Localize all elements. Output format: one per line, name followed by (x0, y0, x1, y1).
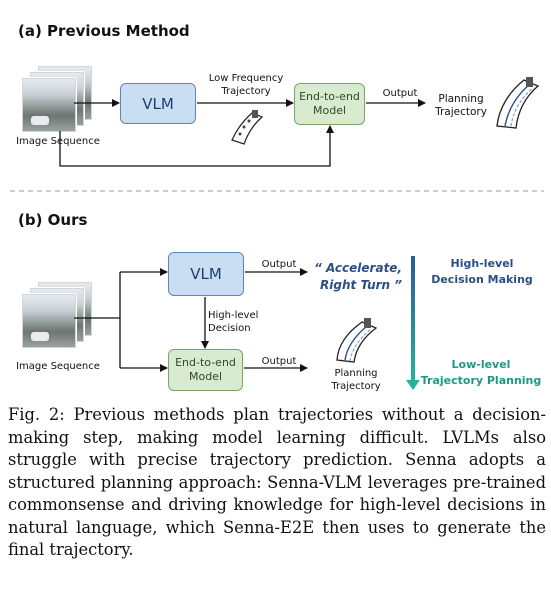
section-b-title: (b) Ours (18, 211, 88, 229)
e2e-a-line1: End-to-end (299, 90, 360, 103)
diagram-connectors (10, 77, 544, 390)
vlm-box-a: VLM (120, 83, 196, 124)
planning-trajectory-a-icon (496, 77, 540, 129)
output-a-label: Output (382, 88, 418, 99)
low-frequency-trajectory-icon (231, 110, 264, 145)
e2e-b-line2: Model (188, 370, 223, 383)
vlm-a-label: VLM (142, 94, 174, 113)
decision-quote: “ Accelerate, Right Turn ” (314, 261, 402, 292)
vlm-b-label: VLM (190, 265, 222, 283)
image-sequence-b-label: Image Sequence (16, 361, 100, 372)
planning-trajectory-b-label: Planning Trajectory (331, 368, 381, 392)
figure-caption: Fig. 2: Previous methods plan trajectori… (8, 405, 546, 559)
arrows-section-b (74, 268, 308, 372)
image-sequence-a-label: Image Sequence (16, 136, 100, 147)
e2e-box-a: End-to-end Model (294, 83, 365, 125)
section-a-title: (a) Previous Method (18, 22, 190, 40)
high-level-decision-making-label: High-level Decision Making (431, 257, 533, 286)
e2e-box-b: End-to-end Model (168, 349, 243, 391)
high-level-decision-label: High-level Decision (208, 310, 259, 334)
e2e-b-line1: End-to-end (175, 356, 236, 369)
vlm-box-b: VLM (168, 252, 244, 296)
output-top-label: Output (261, 259, 297, 270)
low-frequency-trajectory-label: Low Frequency Trajectory (208, 73, 284, 97)
low-level-trajectory-planning-label: Low-level Trajectory Planning (420, 358, 542, 387)
planning-trajectory-a-label: Planning Trajectory (435, 93, 487, 118)
output-bottom-label: Output (261, 356, 297, 367)
e2e-a-line2: Model (312, 104, 347, 117)
planning-trajectory-b-icon (336, 318, 378, 363)
arrows-section-a (59, 99, 426, 167)
hierarchy-gradient-arrow (406, 256, 420, 390)
